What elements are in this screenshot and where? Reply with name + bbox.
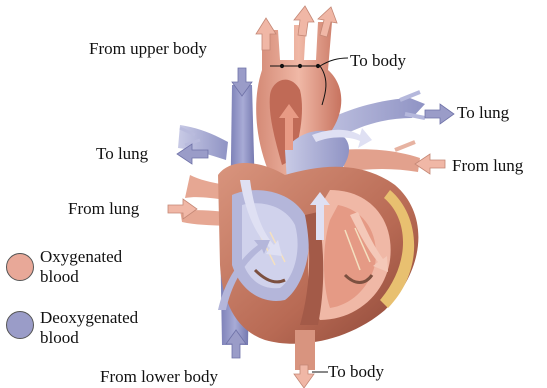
label-to-body-bottom: To body: [328, 363, 384, 381]
legend-label-oxygenated-line1: Oxygenated: [40, 248, 122, 266]
label-to-body-top: To body: [350, 52, 406, 70]
label-from-lung-right: From lung: [452, 157, 523, 175]
legend-swatch-deoxygenated: [6, 311, 34, 339]
label-to-lung-right: To lung: [457, 104, 509, 122]
label-from-upper-body: From upper body: [89, 40, 207, 58]
legend-label-deoxygenated-line2: blood: [40, 329, 79, 347]
descending-aorta: [295, 330, 315, 370]
label-from-lower-body: From lower body: [100, 368, 218, 386]
label-from-lung-left: From lung: [68, 200, 139, 218]
pulmonary-veins-right: [340, 142, 420, 172]
legend-label-deoxygenated-line1: Deoxygenated: [40, 309, 138, 327]
label-to-lung-left: To lung: [96, 145, 148, 163]
legend-swatch-oxygenated: [6, 253, 34, 281]
legend-label-oxygenated-line2: blood: [40, 268, 79, 286]
